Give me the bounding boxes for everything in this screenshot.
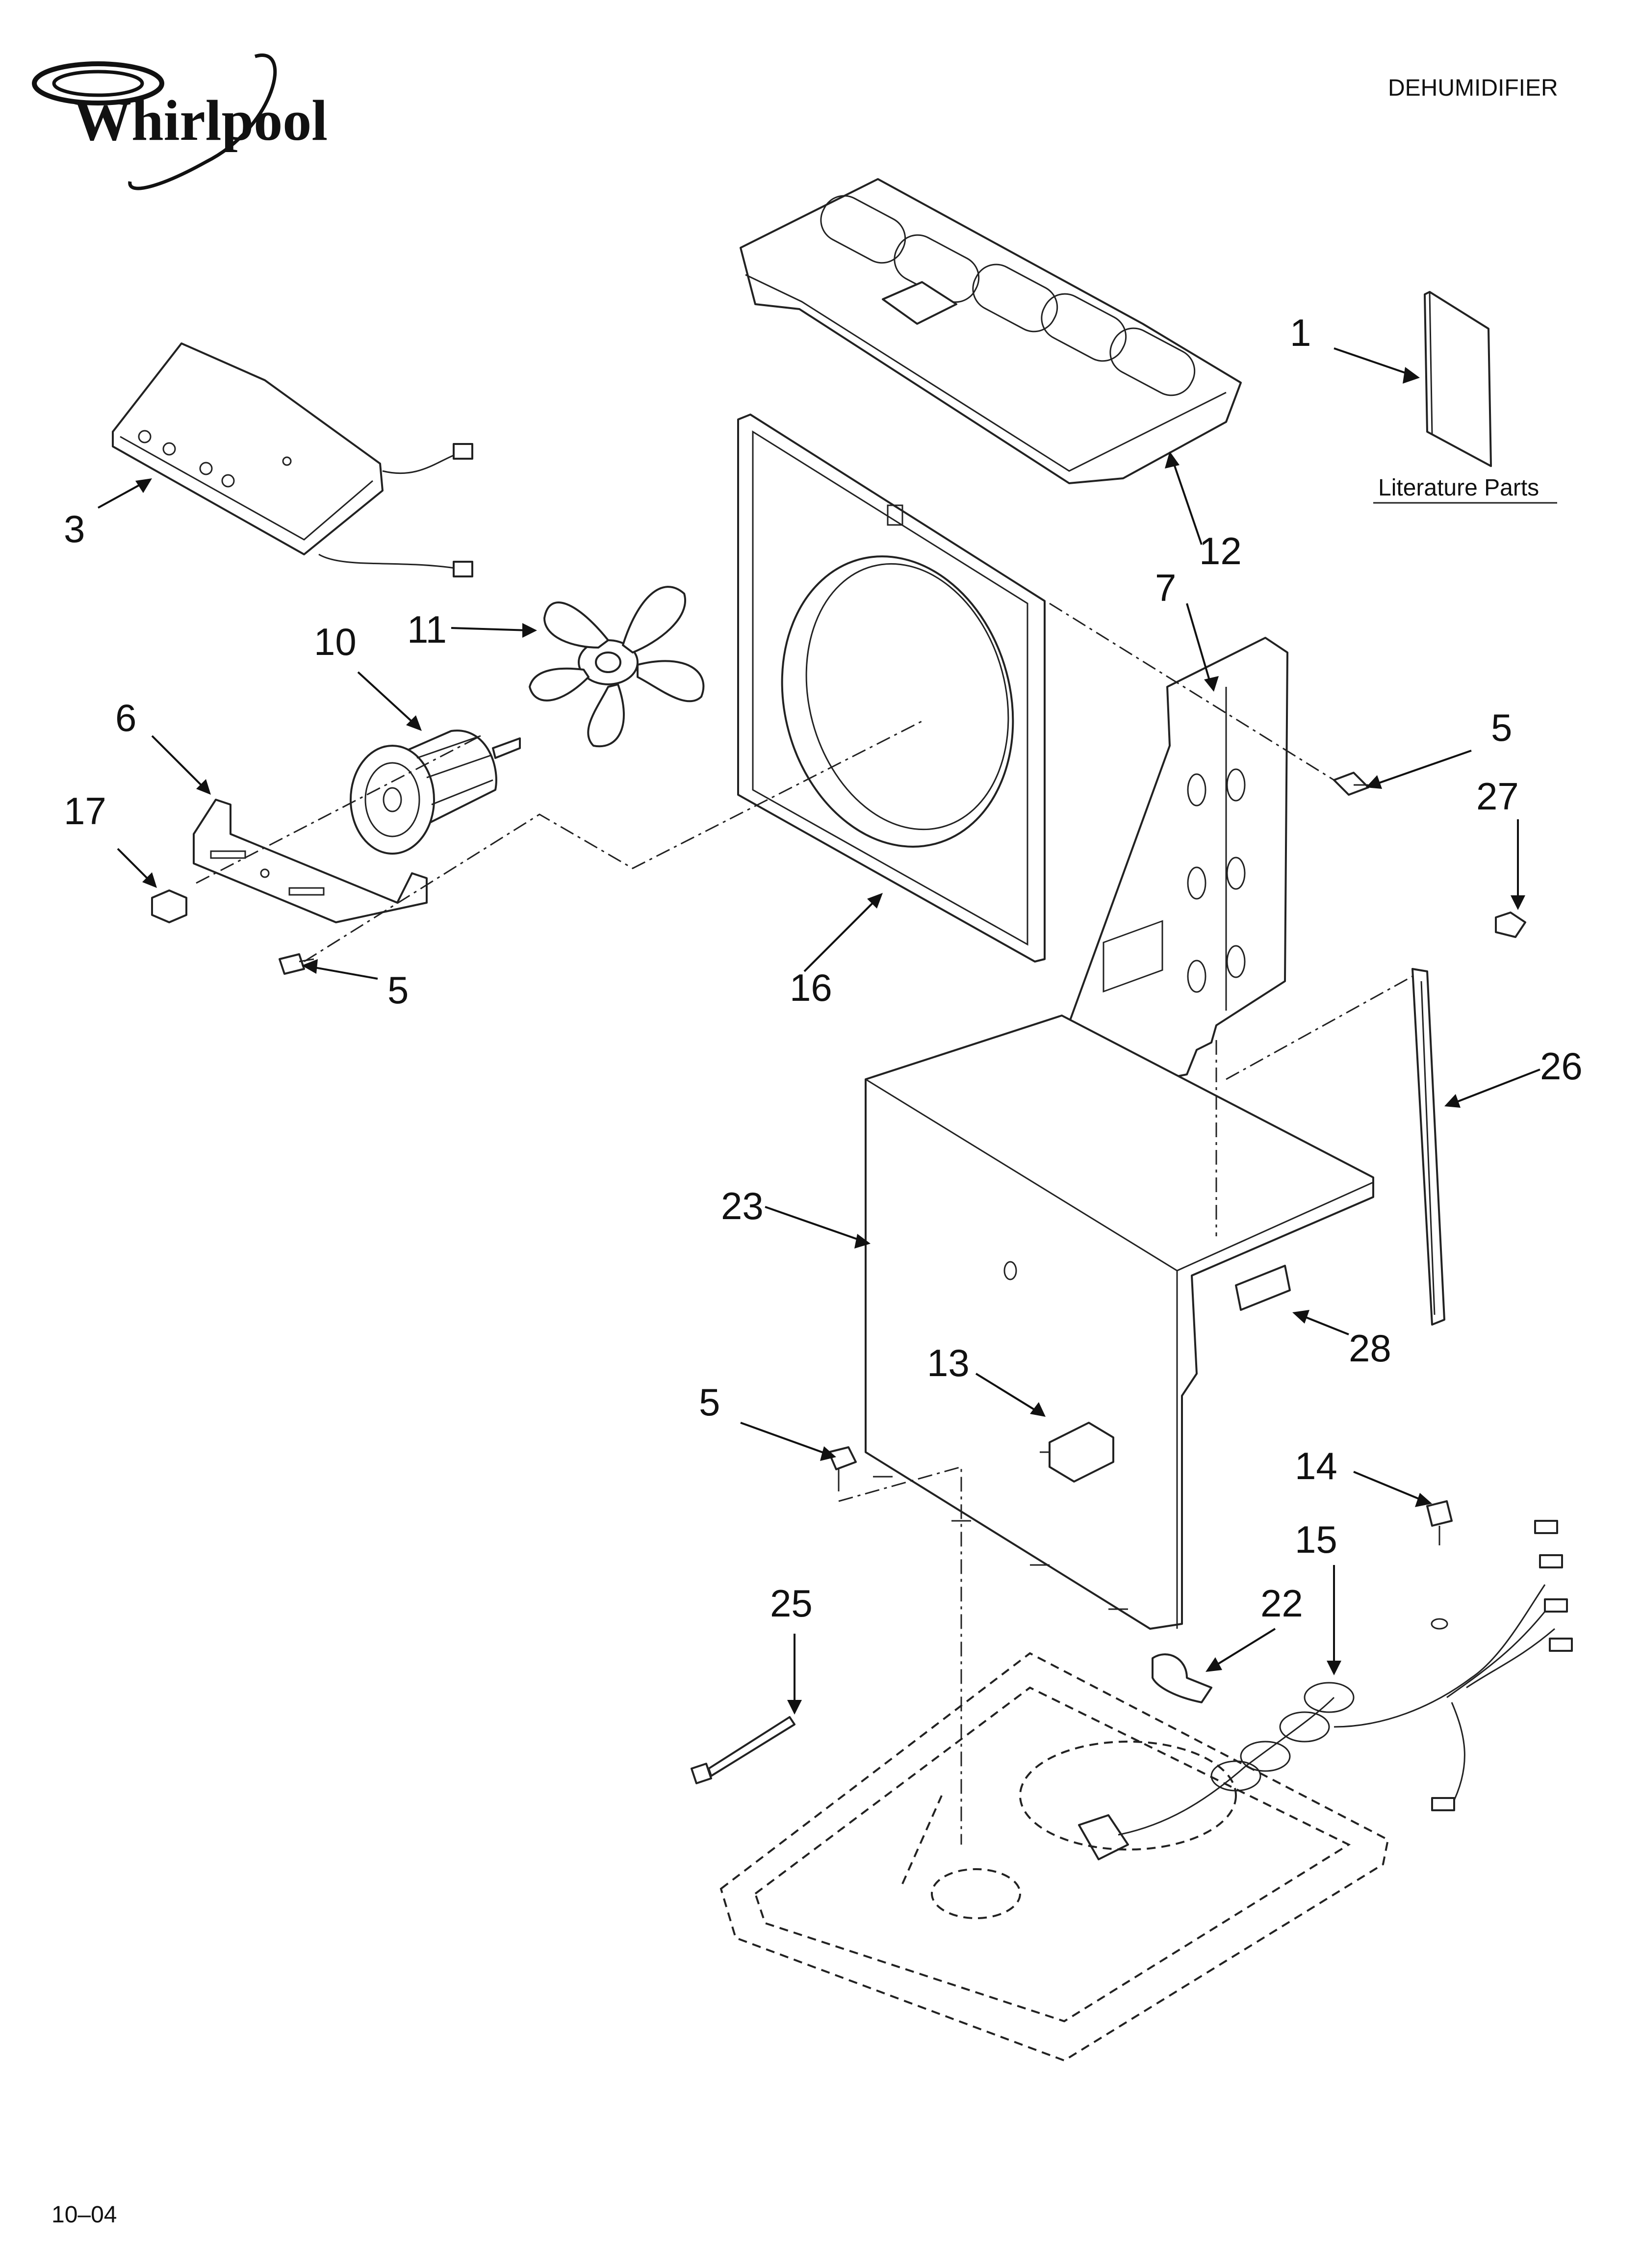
callout-16: 16 — [790, 966, 832, 1009]
part-10-fan-motor — [350, 730, 521, 855]
callout-7: 7 — [1155, 566, 1176, 609]
brand-wordmark: Whirlpool — [74, 88, 328, 153]
part-27-screw — [1495, 912, 1526, 938]
date-code: 10–04 — [51, 2202, 117, 2228]
callout-17: 17 — [64, 789, 106, 833]
part-5-screw-right — [1333, 772, 1369, 796]
part-15-power-cord — [1078, 1520, 1573, 1860]
part-22-cord-clamp — [1152, 1653, 1212, 1703]
callout-3: 3 — [64, 507, 85, 550]
callout-14: 14 — [1295, 1444, 1337, 1487]
part-28-bracket — [1235, 1265, 1291, 1311]
callout-23: 23 — [721, 1184, 764, 1227]
part-17-nut — [151, 889, 187, 923]
callout-5-left: 5 — [387, 968, 409, 1012]
part-16-shroud — [737, 414, 1046, 963]
part-3-control-panel — [112, 342, 473, 577]
part-13-switch — [1040, 1422, 1114, 1483]
literature-parts-caption: Literature Parts — [1378, 475, 1539, 501]
part-5-screw-left — [279, 953, 314, 975]
callout-6: 6 — [115, 696, 136, 739]
callout-15: 15 — [1295, 1518, 1337, 1561]
callout-10: 10 — [314, 620, 357, 663]
callout-25: 25 — [770, 1582, 813, 1625]
callout-12: 12 — [1199, 529, 1242, 573]
assembly-lines — [196, 602, 1413, 1845]
product-title: DEHUMIDIFIER — [1388, 75, 1558, 101]
callout-arrows — [98, 347, 1540, 1715]
callout-1: 1 — [1290, 311, 1311, 354]
callout-11: 11 — [407, 608, 447, 651]
part-5-screw-lower — [828, 1446, 857, 1491]
part-1-literature: Literature Parts — [1373, 291, 1557, 504]
part-7-mounting-bracket — [1039, 637, 1288, 1105]
callout-27: 27 — [1476, 775, 1519, 818]
part-11-fan-blade — [529, 586, 705, 748]
whirlpool-logo: Whirlpool — [32, 53, 328, 190]
part-6-motor-bracket — [193, 799, 428, 923]
callout-28: 28 — [1349, 1327, 1391, 1370]
base-pan-outline — [719, 1652, 1389, 2062]
callout-5-lower: 5 — [699, 1381, 720, 1424]
callout-26: 26 — [1540, 1044, 1583, 1088]
part-25-cable-tie — [691, 1716, 795, 1784]
callout-labels: 1 3 5 5 5 6 7 10 11 12 13 14 15 16 17 22… — [64, 311, 1583, 1625]
callout-5-right: 5 — [1491, 706, 1512, 749]
part-26-rail — [1411, 968, 1445, 1326]
callout-13: 13 — [927, 1341, 970, 1384]
part-23-base-housing — [865, 920, 1374, 1630]
part-14-screw — [1426, 1500, 1453, 1630]
part-12-top-cover — [740, 178, 1242, 484]
callout-22: 22 — [1260, 1582, 1303, 1625]
